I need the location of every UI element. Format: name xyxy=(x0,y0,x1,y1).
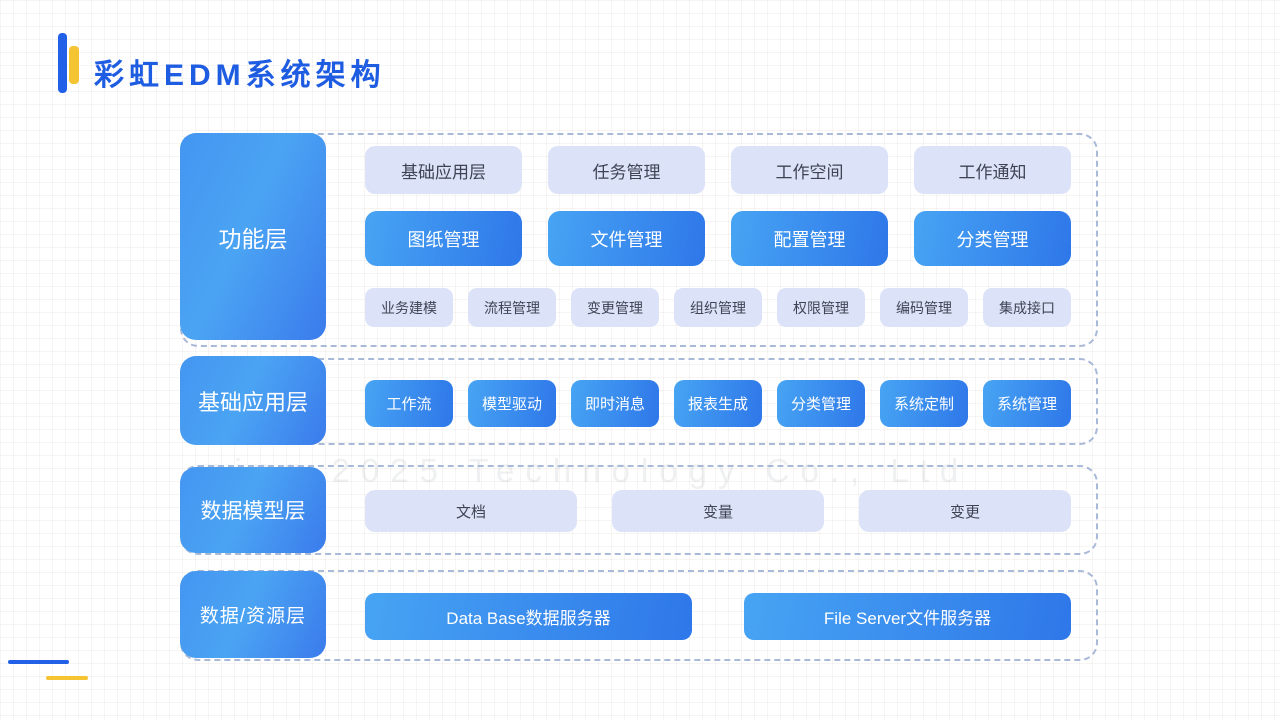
module-box: 编码管理 xyxy=(880,288,968,327)
module-box: 集成接口 xyxy=(983,288,1071,327)
module-box: 工作空间 xyxy=(731,146,888,194)
page-title: 彩虹EDM系统架构 xyxy=(94,59,386,92)
module-box: 变量 xyxy=(612,490,824,532)
title-accent-bar-blue-icon xyxy=(58,33,67,93)
module-box: 图纸管理 xyxy=(365,211,522,266)
data-resource-layer-row: Data Base数据服务器 File Server文件服务器 xyxy=(365,593,1071,640)
module-box: 组织管理 xyxy=(674,288,762,327)
layer-label-data-resource: 数据/资源层 xyxy=(180,571,326,658)
module-box: 任务管理 xyxy=(548,146,705,194)
function-layer-row-core: 图纸管理 文件管理 配置管理 分类管理 xyxy=(365,211,1071,266)
title-accent-bar-yellow-icon xyxy=(69,46,79,84)
module-box: 系统定制 xyxy=(880,380,968,427)
module-box: Data Base数据服务器 xyxy=(365,593,692,640)
module-box: 基础应用层 xyxy=(365,146,522,194)
footer-accent-line-blue xyxy=(8,660,69,664)
function-layer-row-support: 业务建模 流程管理 变更管理 组织管理 权限管理 编码管理 集成接口 xyxy=(365,288,1071,327)
function-layer-row-apps: 基础应用层 任务管理 工作空间 工作通知 xyxy=(365,146,1071,194)
module-box: 工作通知 xyxy=(914,146,1071,194)
data-model-layer-row: 文档 变量 变更 xyxy=(365,490,1071,532)
module-box: 变更管理 xyxy=(571,288,659,327)
module-box: 报表生成 xyxy=(674,380,762,427)
module-box: 权限管理 xyxy=(777,288,865,327)
module-box: 系统管理 xyxy=(983,380,1071,427)
module-box: 变更 xyxy=(859,490,1071,532)
module-box: 文档 xyxy=(365,490,577,532)
footer-accent-line-yellow xyxy=(46,676,88,680)
module-box: File Server文件服务器 xyxy=(744,593,1071,640)
module-box: 业务建模 xyxy=(365,288,453,327)
module-box: 分类管理 xyxy=(777,380,865,427)
module-box: 配置管理 xyxy=(731,211,888,266)
module-box: 文件管理 xyxy=(548,211,705,266)
module-box: 模型驱动 xyxy=(468,380,556,427)
module-box: 流程管理 xyxy=(468,288,556,327)
layer-label-basic-app: 基础应用层 xyxy=(180,356,326,445)
module-box: 即时消息 xyxy=(571,380,659,427)
basic-app-layer-row: 工作流 模型驱动 即时消息 报表生成 分类管理 系统定制 系统管理 xyxy=(365,380,1071,427)
layer-label-function: 功能层 xyxy=(180,133,326,340)
layer-label-data-model: 数据模型层 xyxy=(180,467,326,553)
module-box: 工作流 xyxy=(365,380,453,427)
module-box: 分类管理 xyxy=(914,211,1071,266)
